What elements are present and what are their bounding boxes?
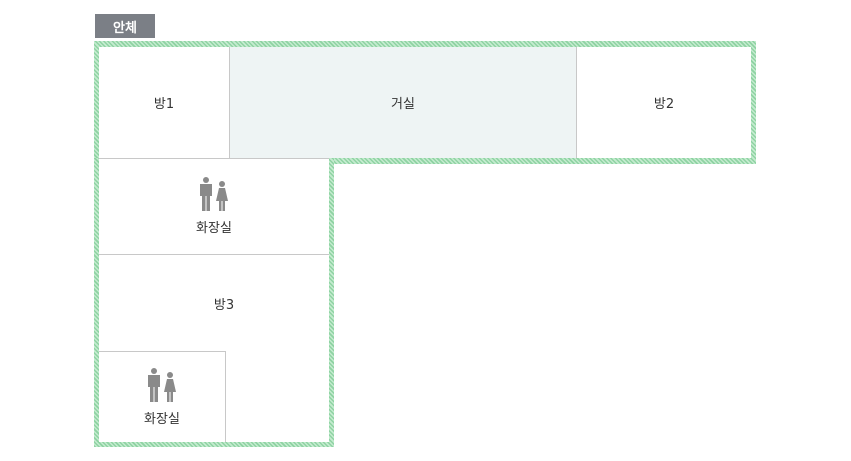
room-bang2[interactable]: 방2 [577, 47, 751, 158]
room-restroom-1[interactable]: 화장실 [99, 158, 329, 255]
building-label-badge: 안체 [95, 14, 155, 38]
room-label: 방1 [153, 97, 175, 112]
woman-icon [164, 371, 176, 402]
room-living[interactable]: 거실 [230, 47, 577, 158]
room-label: 방3 [213, 297, 235, 313]
restroom-icon [148, 367, 176, 402]
room-restroom-2[interactable]: 화장실 [99, 351, 226, 442]
room-label: 화장실 [196, 221, 232, 236]
room-bang3[interactable]: 방3 [99, 255, 329, 351]
room-label: 거실 [391, 97, 415, 112]
room-label: 방2 [653, 97, 675, 112]
room-bang1[interactable]: 방1 [99, 47, 230, 158]
woman-icon [216, 181, 228, 211]
room-label: 화장실 [144, 411, 180, 427]
man-icon [200, 177, 212, 211]
man-icon [148, 367, 160, 402]
restroom-icon [200, 177, 228, 211]
